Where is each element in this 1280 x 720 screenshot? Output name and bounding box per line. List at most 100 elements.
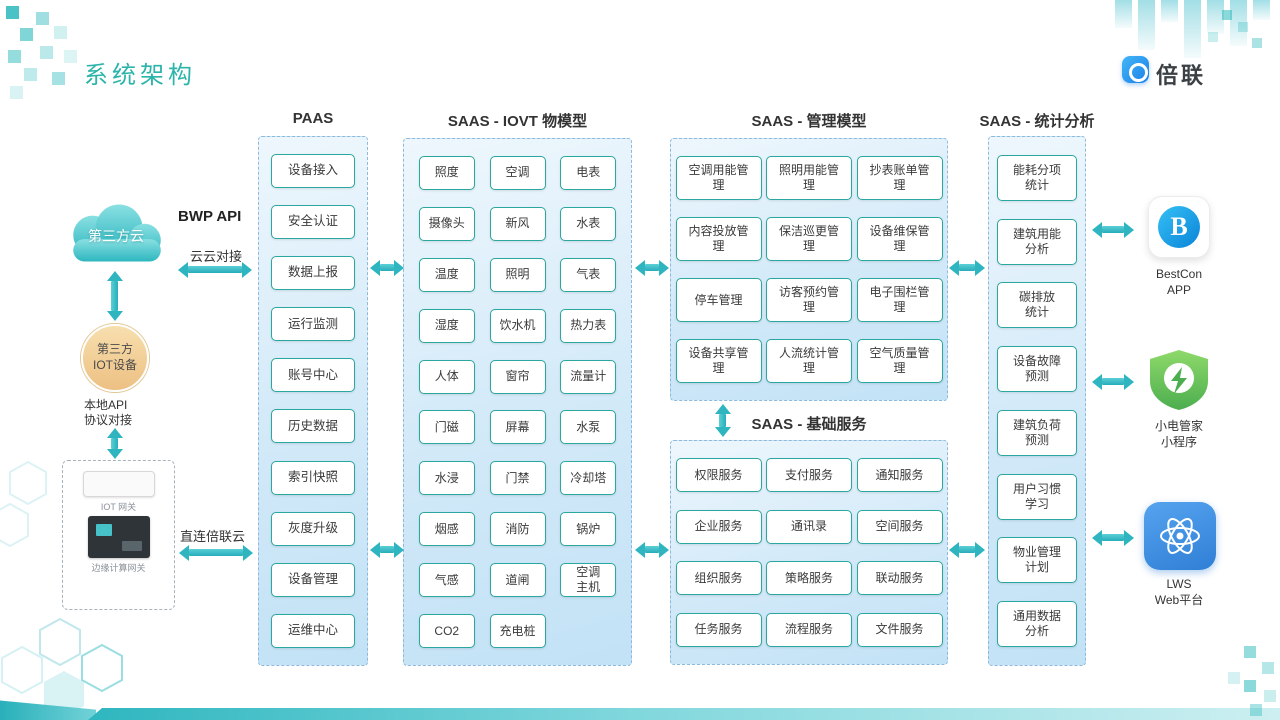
mgmt-item: 内容投放管 理 [675,217,762,261]
stats-panel: 能耗分项 统计建筑用能 分析碳排放 统计设备故障 预测建筑负荷 预测用户习惯 学… [988,136,1086,666]
basic-item: 支付服务 [766,458,852,493]
stats-item: 能耗分项 统计 [997,154,1077,201]
basic-item: 空间服务 [856,509,943,544]
iovt-item: 烟感 [418,512,475,547]
mgmt-item: 电子围栏管 理 [856,278,943,322]
decor-mosaic-top-right [1222,10,1232,20]
iovt-item: 摄像头 [418,206,475,241]
iovt-item: 气表 [560,257,617,292]
bwp-api-label: BWP API [178,208,242,225]
iovt-item: 水泵 [560,410,617,445]
paas-item: 历史数据 [271,409,355,444]
decor-bar [1184,0,1201,58]
iovt-item: 温度 [418,257,475,292]
stats-item: 用户习惯 学习 [997,473,1077,520]
decor-bar [1230,0,1247,46]
iovt-item: 冷却塔 [560,461,617,496]
paas-item: 安全认证 [271,205,355,240]
arrow-iovt-basic [635,542,669,558]
iovt-panel: 照度空调电表摄像头新风水表温度照明气表湿度饮水机热力表人体窗帘流量计门磁屏幕水泵… [403,138,632,666]
decor-skyline-top-right [1115,0,1270,58]
page-title: 系统架构 [84,62,196,89]
arrow-mgmt-stats [949,260,985,276]
bestcon-app-label: BestCon APP [1155,267,1203,298]
mgmt-item: 停车管理 [675,278,762,322]
arrow-cloud-paas [178,262,252,278]
iovt-item: 消防 [489,512,546,547]
iovt-item: 门磁 [418,410,475,445]
gateway-group: IOT 网关 边缘计算网关 [62,460,175,610]
mgmt-item: 抄表账单管 理 [856,156,943,200]
stats-item: 建筑负荷 预测 [997,409,1077,456]
iovt-item: 流量计 [560,359,617,394]
third-party-cloud-label: 第三方云 [88,228,144,244]
local-api-label: 本地API 协议对接 [84,398,133,427]
decor-bar [1115,0,1132,28]
paas-item: 账号中心 [271,358,355,393]
iovt-item: CO2 [418,614,475,649]
iovt-item: 充电桩 [489,614,546,649]
decor-hexagons-bottom-left [0,617,123,717]
iovt-item: 照明 [489,257,546,292]
edge-gateway-label: 边缘计算网关 [91,563,146,573]
arrow-stats-lws [1092,530,1134,546]
iovt-item: 热力表 [560,308,617,343]
decor-bar [1253,0,1270,20]
iovt-item: 水表 [560,206,617,241]
iovt-item: 空调 主机 [560,563,617,598]
lws-platform-label: LWS Web平台 [1154,577,1204,608]
brand-logo-icon [1122,56,1149,83]
decor-hexagons-left [0,460,47,548]
mgmt-item: 人流统计管 理 [766,339,852,383]
mgmt-item: 访客预约管 理 [766,278,852,322]
mgmt-item: 设备共享管 理 [675,339,762,383]
paas-item: 索引快照 [271,460,355,495]
basic-item: 通讯录 [766,509,852,544]
bestcon-logo: B [1158,206,1200,248]
mgmt-item: 空调用能管 理 [675,156,762,200]
stats-item: 建筑用能 分析 [997,218,1077,265]
arrow-paas-iovt-bottom [370,542,404,558]
decor-mosaic-bottom-right [1244,646,1256,658]
stats-item: 物业管理 计划 [997,537,1077,584]
iovt-item: 饮水机 [489,308,546,343]
decor-bar [1207,0,1224,34]
third-party-cloud-shape [73,204,161,262]
mgmt-item: 保洁巡更管 理 [766,217,852,261]
basic-item: 联动服务 [856,561,943,596]
paas-item: 设备管理 [271,562,355,597]
mgmt-item: 照明用能管 理 [766,156,852,200]
mgmt-title: SAAS - 管理模型 [751,113,867,130]
iovt-title: SAAS - IOVT 物模型 [447,113,588,130]
third-party-iot-device: 第三方 IOT设备 [81,324,149,392]
stats-title: SAAS - 统计分析 [979,113,1095,130]
arrow-iovt-mgmt [635,260,669,276]
paas-item: 设备接入 [271,154,355,189]
direct-link-label: 直连倍联云 [180,529,246,544]
basic-item: 任务服务 [675,612,762,647]
basic-item: 权限服务 [675,458,762,493]
iovt-item: 人体 [418,359,475,394]
arrow-gateway-paas [179,545,253,561]
basic-item: 文件服务 [856,612,943,647]
decor-mosaic-top-left [6,6,19,19]
arrow-mgmt-basic [715,404,731,437]
iot-gateway-label: IOT 网关 [100,502,137,512]
decor-bar [1138,0,1155,50]
basic-item: 策略服务 [766,561,852,596]
basic-item: 企业服务 [675,509,762,544]
mgmt-panel: 空调用能管 理照明用能管 理抄表账单管 理内容投放管 理保洁巡更管 理设备维保管… [670,138,948,401]
stats-item: 设备故障 预测 [997,346,1077,393]
brand-logo-text: 倍联 [1156,63,1207,88]
mgmt-item: 空气质量管 理 [856,339,943,383]
paas-title: PAAS [292,110,334,127]
arrow-paas-iovt-top [370,260,404,276]
basic-title: SAAS - 基础服务 [751,416,867,433]
arrow-iot-device-gateway [107,428,123,459]
arrow-stats-bestcon [1092,222,1134,238]
paas-panel: 设备接入安全认证数据上报运行监测账号中心历史数据索引快照灰度升级设备管理运维中心 [258,136,368,666]
basic-item: 流程服务 [766,612,852,647]
iovt-item: 屏幕 [489,410,546,445]
basic-item: 通知服务 [856,458,943,493]
cloud-to-cloud-label: 云云对接 [190,249,243,264]
